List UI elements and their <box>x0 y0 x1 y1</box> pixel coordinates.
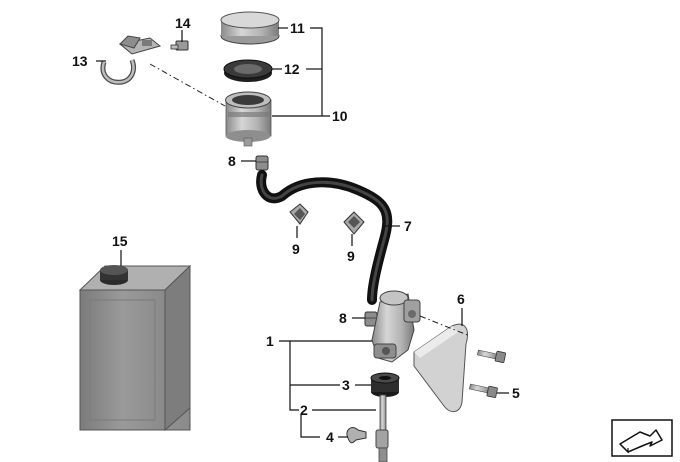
reservoir-body <box>225 91 272 147</box>
mounting-bolt-lower <box>469 383 498 398</box>
master-cylinder <box>371 290 421 363</box>
callout-9-right: 9 <box>347 248 355 264</box>
push-rod <box>375 394 389 462</box>
hose-clip-right <box>343 211 365 235</box>
brake-hose <box>256 170 393 305</box>
brake-fluid-can <box>78 264 192 432</box>
callout-13: 13 <box>72 53 88 69</box>
callout-12: 12 <box>284 61 300 77</box>
callout-6: 6 <box>457 291 465 307</box>
callout-2: 2 <box>300 402 308 418</box>
callout-3: 3 <box>342 377 350 393</box>
hose-clip-left <box>289 203 309 225</box>
bracket-bolt <box>170 40 189 51</box>
callout-15: 15 <box>112 233 128 249</box>
callout-8-upper: 8 <box>228 153 236 169</box>
callout-7: 7 <box>404 218 412 234</box>
reservoir-gasket <box>223 59 273 82</box>
rubber-boot <box>370 372 400 397</box>
callout-8-lower: 8 <box>339 310 347 326</box>
callout-11: 11 <box>290 20 305 36</box>
callout-4: 4 <box>326 429 334 445</box>
retaining-clip <box>346 427 367 444</box>
callout-1: 1 <box>266 333 274 349</box>
callout-9-left: 9 <box>292 241 300 257</box>
reservoir-cap <box>220 11 280 45</box>
arrow-box-icon[interactable] <box>611 419 673 457</box>
callout-14: 14 <box>175 15 191 31</box>
callout-5: 5 <box>512 385 520 401</box>
mounting-plate <box>413 323 468 412</box>
callout-10: 10 <box>332 108 348 124</box>
mounting-bracket <box>100 35 162 85</box>
hose-clamp-upper <box>255 155 269 171</box>
mounting-bolt-upper <box>477 349 507 363</box>
leader-lines <box>96 27 509 438</box>
